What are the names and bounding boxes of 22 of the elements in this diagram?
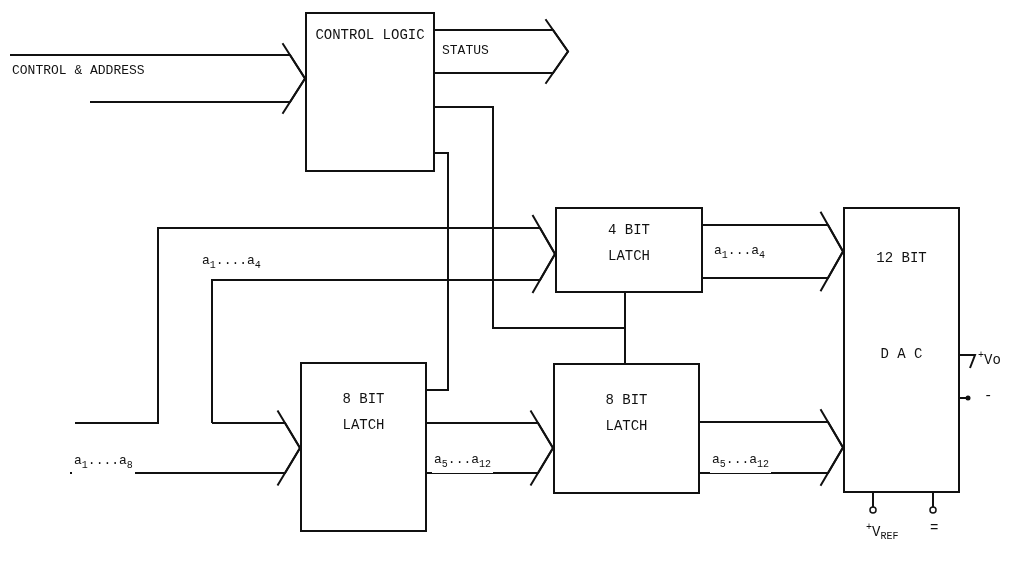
block-label: 8 BIT LATCH [341, 390, 386, 435]
block-box [843, 207, 960, 493]
connector-line [426, 152, 449, 391]
bus-arrow [9, 42, 307, 115]
block-label: 8 BIT LATCH [604, 391, 649, 436]
block-box [553, 363, 700, 494]
terminal-label: $^{+}$Vo [978, 350, 1001, 368]
bus-arrow [74, 214, 557, 424]
bus-arrow [702, 210, 845, 293]
block-box [555, 207, 703, 293]
block-label: CONTROL LOGIC [314, 26, 426, 45]
bus-arrow [434, 18, 570, 85]
bus-arrow [426, 409, 555, 487]
terminal-label: $^{+}$V$_{REF}$ [866, 522, 899, 543]
block-label: 12 BIT [875, 249, 928, 268]
block-label: D A C [879, 345, 924, 364]
terminal-label: - [984, 388, 993, 404]
block-box [305, 12, 435, 172]
terminal-label: = [930, 520, 939, 536]
block-label: 4 BIT LATCH [607, 221, 651, 266]
block-box [300, 362, 427, 532]
bus-arrow [699, 408, 845, 487]
